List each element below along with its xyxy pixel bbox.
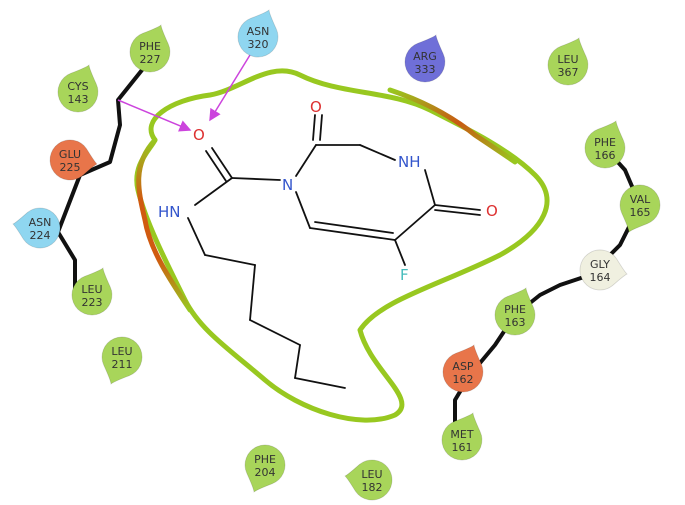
- residue-shape: [101, 336, 143, 385]
- residue-shape: [579, 249, 628, 291]
- atom-fluorine: F: [400, 266, 409, 284]
- residue-shape: [71, 267, 113, 316]
- residue-number: 161: [452, 441, 473, 454]
- residue-number: 182: [362, 481, 383, 494]
- atom-ring-o-right: O: [486, 202, 498, 220]
- residue-name: LEU: [111, 345, 132, 358]
- residue-name: PHE: [504, 303, 526, 316]
- residue-number: 143: [68, 93, 89, 106]
- hbond-arrows: [117, 54, 251, 132]
- atom-carbonyl-o: O: [193, 126, 205, 144]
- residue-name: GLY: [590, 258, 610, 271]
- residue-name: ARG: [413, 50, 437, 63]
- residue-number: 320: [248, 38, 269, 51]
- residue-number: 224: [30, 229, 51, 242]
- atom-labels: O O O NH N HN F: [158, 98, 498, 284]
- residue-name: ASP: [452, 360, 474, 373]
- residue-shape: [244, 444, 286, 493]
- atom-n-ring: N: [282, 176, 293, 194]
- residue-name: LEU: [81, 283, 102, 296]
- residue-shape: [12, 207, 61, 249]
- atom-nh-ring: NH: [398, 153, 421, 171]
- residue-shape: [57, 64, 99, 113]
- residue-number: 162: [453, 373, 474, 386]
- residue-number: 227: [140, 53, 161, 66]
- residue-number: 223: [82, 296, 103, 309]
- residue-number: 204: [255, 466, 276, 479]
- binding-pocket: [134, 68, 550, 423]
- residue-number: 333: [415, 63, 436, 76]
- residue-name: PHE: [594, 136, 616, 149]
- residue-name: PHE: [254, 453, 276, 466]
- residue-name: GLU: [59, 148, 81, 161]
- residue-name: LEU: [557, 53, 578, 66]
- residue-shape: [129, 24, 171, 73]
- residue-shape: [547, 37, 589, 86]
- residue-name: ASN: [29, 216, 52, 229]
- residue-shape: [584, 120, 626, 169]
- residue-shape: [237, 9, 279, 58]
- residue-name: PHE: [139, 40, 161, 53]
- residue-name: ASN: [247, 25, 270, 38]
- residue-shape: [441, 412, 483, 461]
- residue-shape: [494, 287, 536, 336]
- residue-shape: [344, 459, 393, 501]
- residue-number: 164: [590, 271, 611, 284]
- residue-shape: [49, 139, 98, 181]
- ligand-bonds: [187, 114, 481, 389]
- residue-name: LEU: [361, 468, 382, 481]
- atom-ring-o-top: O: [310, 98, 322, 116]
- residue-name: VAL: [630, 193, 651, 206]
- residue-number: 165: [630, 206, 651, 219]
- residue-name: CYS: [67, 80, 88, 93]
- atom-hn-chain: HN: [158, 203, 181, 221]
- residue-number: 211: [112, 358, 133, 371]
- residue-number: 225: [60, 161, 81, 174]
- residue-shape: [404, 34, 446, 83]
- residue-shape: [442, 344, 484, 393]
- chain-left: [56, 58, 152, 292]
- residue-number: 367: [558, 66, 579, 79]
- residue-shape: [619, 184, 661, 233]
- residue-number: 163: [505, 316, 526, 329]
- residue-number: 166: [595, 149, 616, 162]
- residue-name: MET: [450, 428, 473, 441]
